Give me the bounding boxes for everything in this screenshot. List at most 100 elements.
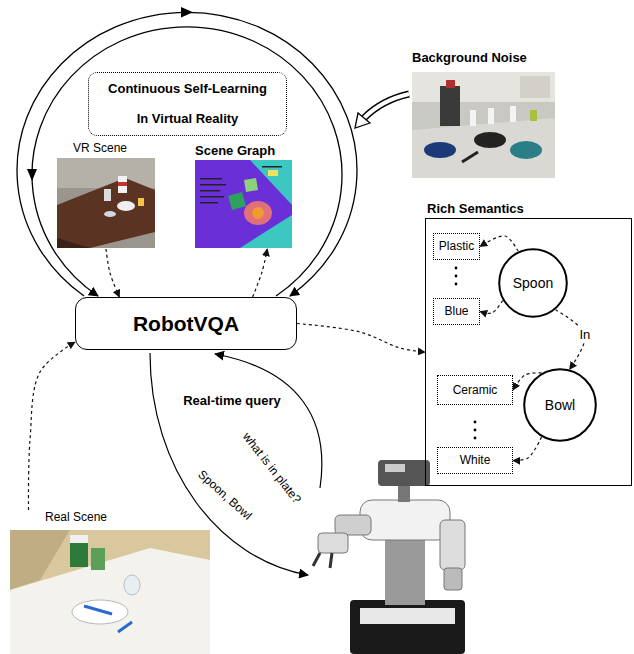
- ellipsis-dots: [474, 429, 477, 432]
- attribute-box: Plastic: [433, 233, 480, 260]
- panel-heading: Real Scene: [45, 510, 107, 525]
- panel-border: [425, 218, 632, 486]
- query-label: what is in plate?: [240, 430, 304, 506]
- noise-arrow: [364, 94, 409, 118]
- noise-arrow: [355, 94, 409, 128]
- vr-scene-picture: [117, 201, 135, 211]
- circle-outline: [524, 369, 596, 441]
- vr-scene-picture: [104, 189, 111, 201]
- node-text: Ceramic: [453, 383, 498, 398]
- image-panel: Background Noise: [410, 50, 558, 180]
- noise-arrow: [364, 94, 409, 118]
- robot-picture: [385, 464, 405, 472]
- scene-graph-picture: [228, 192, 246, 210]
- edge-label: In: [577, 327, 592, 342]
- robot-picture: [398, 484, 410, 502]
- relation-arrow: [480, 301, 503, 314]
- attribute-box: White: [437, 447, 513, 474]
- node-text: Spoon: [513, 274, 553, 292]
- background-noise-picture: [462, 152, 478, 162]
- robot-picture: [444, 568, 462, 590]
- vr-scene-picture: [118, 176, 127, 193]
- learning-loop: [17, 7, 357, 296]
- real-scene-picture: [70, 535, 88, 543]
- model-box: RobotVQA: [75, 297, 297, 350]
- scene-graph-picture: [268, 170, 278, 176]
- relation-arrow: [297, 324, 425, 353]
- background-noise-picture: [510, 141, 542, 159]
- background-noise-picture: [520, 76, 550, 98]
- robot-picture: [360, 500, 450, 540]
- node-text: Plastic: [439, 239, 474, 254]
- noise-arrow: [355, 113, 370, 128]
- learning-loop: [17, 12, 357, 296]
- background-noise-picture: [412, 72, 555, 178]
- real-scene-picture: [10, 530, 210, 654]
- learning-loop: [27, 169, 37, 181]
- attribute-box: Blue: [433, 298, 480, 325]
- scene-graph-picture: [200, 202, 218, 204]
- scene-graph-picture: [200, 178, 222, 180]
- background-noise-picture: [412, 118, 555, 178]
- robot-picture: [378, 460, 430, 486]
- relation-arrow: [513, 437, 542, 460]
- robot-picture: [318, 533, 348, 553]
- object-circle: Bowl: [523, 368, 597, 442]
- background-noise-picture: [488, 108, 494, 124]
- background-noise-picture: [412, 72, 555, 178]
- real-scene-picture: [72, 600, 128, 624]
- scene-graph-picture: [195, 160, 292, 248]
- real-scene-picture: [91, 548, 105, 570]
- background-noise-picture: [530, 110, 537, 121]
- ellipsis-dots: [474, 437, 477, 440]
- background-noise-picture: [412, 72, 555, 102]
- node-text: RobotVQA: [133, 311, 239, 337]
- process-box: Continuous Self-Learning In Virtual Real…: [88, 72, 287, 136]
- background-noise-picture: [424, 142, 456, 158]
- vr-scene-picture: [138, 198, 144, 206]
- section-label: Real-time query: [183, 393, 281, 408]
- image-panel: Scene Graph: [193, 143, 292, 249]
- query-arrows: [150, 353, 322, 575]
- panel-heading: Background Noise: [412, 50, 527, 66]
- node-text: White: [460, 453, 491, 468]
- background-noise-picture: [510, 106, 516, 122]
- object-circle: Spoon: [498, 248, 568, 318]
- answer-label: Spoon, Bowl: [195, 467, 254, 522]
- scene-graph-picture: [252, 207, 264, 219]
- scene-graph-picture: [200, 190, 220, 192]
- relation-arrow: [480, 236, 518, 251]
- relation-arrow: [513, 373, 542, 390]
- real-scene-picture: [118, 622, 132, 632]
- relation-arrow: [253, 249, 268, 297]
- vr-scene-picture: [57, 158, 155, 188]
- image-panel: Real Scene: [8, 510, 213, 654]
- node-text: Blue: [444, 304, 468, 319]
- connectors: [28, 236, 585, 510]
- background-noise-picture: [446, 80, 455, 88]
- scene-graph-picture: [262, 166, 282, 168]
- semantics-panel: Rich SemanticsPlasticSpoonBlueCeramic Bow…: [425, 201, 632, 486]
- panel-heading: Rich Semantics: [427, 201, 524, 217]
- ellipsis-dots: [474, 421, 477, 424]
- vr-scene-picture: [118, 182, 127, 186]
- query-arrows: [150, 353, 308, 575]
- real-scene-picture: [84, 606, 112, 614]
- robot-picture: [330, 553, 332, 568]
- panel-heading: Scene Graph: [195, 143, 275, 159]
- scene-graph-picture: [244, 201, 272, 225]
- vr-scene-picture: [57, 158, 155, 248]
- vr-scene-picture: [57, 158, 155, 248]
- scene-graph-picture: [195, 160, 292, 248]
- attribute-box: Ceramic: [437, 375, 513, 405]
- relation-arrow: [28, 342, 75, 510]
- learning-loop: [32, 27, 342, 296]
- real-scene-picture: [124, 575, 140, 595]
- robot-picture: [440, 520, 465, 570]
- node-text: Continuous Self-Learning In Virtual Real…: [105, 74, 271, 134]
- real-scene-picture: [70, 535, 88, 567]
- scene-graph-picture: [244, 178, 258, 192]
